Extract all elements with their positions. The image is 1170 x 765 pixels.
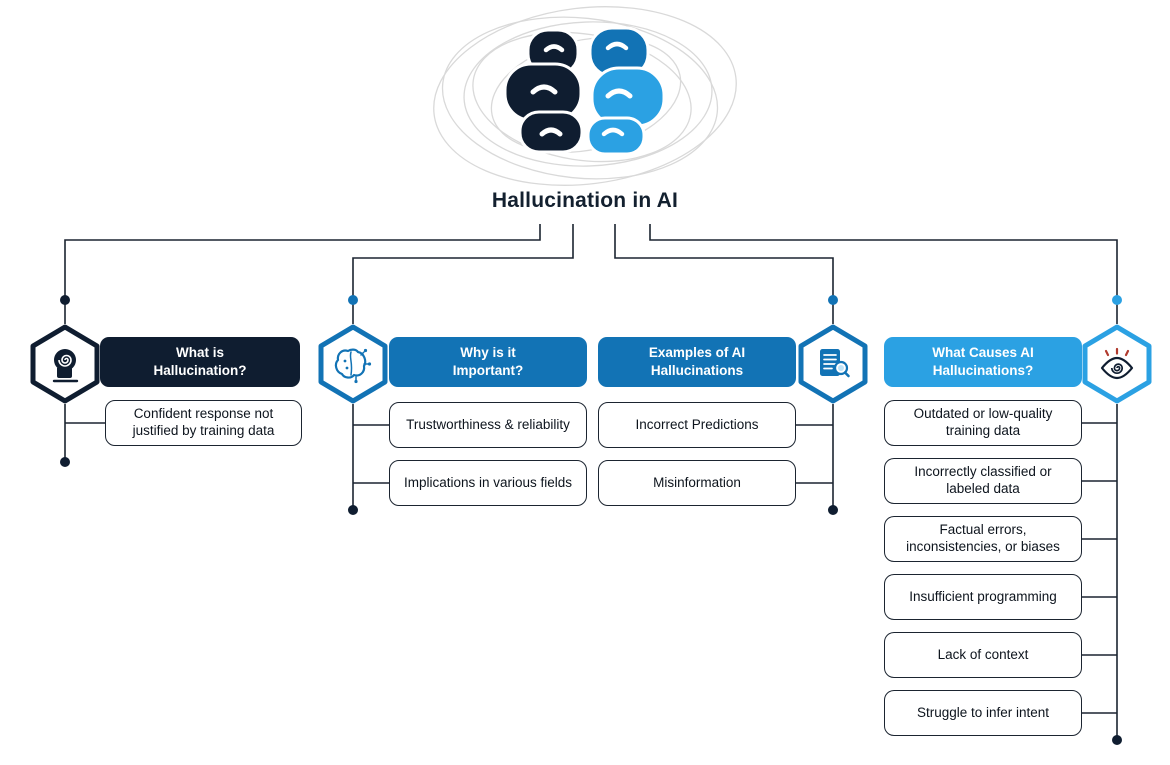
document-search-icon bbox=[798, 324, 868, 404]
item-box: Struggle to infer intent bbox=[884, 690, 1082, 736]
item-label: Lack of context bbox=[937, 646, 1029, 662]
item-label: Insufficient programming bbox=[909, 588, 1057, 604]
brain-graphic bbox=[433, 6, 737, 186]
item-box: Factual errors, inconsistencies, or bias… bbox=[884, 516, 1082, 562]
hexagon-causes bbox=[1081, 324, 1153, 404]
hypnotized-head-icon bbox=[30, 324, 100, 404]
item-box: Insufficient programming bbox=[884, 574, 1082, 620]
hexagon-examples bbox=[797, 324, 869, 404]
item-box: Misinformation bbox=[598, 460, 796, 506]
diagram-title: Hallucination in AI bbox=[491, 189, 679, 212]
item-label: Outdated or low-quality training data bbox=[913, 406, 1053, 438]
item-label: Implications in various fields bbox=[403, 474, 573, 490]
item-label: Trustworthiness & reliability bbox=[406, 416, 570, 432]
item-box: Outdated or low-quality training data bbox=[884, 400, 1082, 446]
scribble-cloud bbox=[433, 6, 737, 186]
item-label: Factual errors, inconsistencies, or bias… bbox=[906, 522, 1060, 554]
hexagon-why-important bbox=[317, 324, 389, 404]
item-label: Confident response not justified by trai… bbox=[132, 406, 275, 438]
branch-header-label: Why is it Important? bbox=[452, 345, 524, 378]
item-box: Lack of context bbox=[884, 632, 1082, 678]
item-box: Incorrect Predictions bbox=[598, 402, 796, 448]
hexagon-what-is bbox=[29, 324, 101, 404]
dizzy-eye-icon bbox=[1082, 324, 1152, 404]
ai-brain-circuit-icon bbox=[318, 324, 388, 404]
connector-paths bbox=[64, 224, 1118, 740]
item-label: Misinformation bbox=[653, 474, 741, 490]
branch-header-examples: Examples of AI Hallucinations bbox=[598, 337, 796, 387]
branch-header-what-is: What is Hallucination? bbox=[100, 337, 300, 387]
connector-dots bbox=[60, 295, 1122, 745]
branch-header-label: What is Hallucination? bbox=[153, 345, 247, 378]
item-box: Trustworthiness & reliability bbox=[389, 402, 587, 448]
branch-header-label: Examples of AI Hallucinations bbox=[648, 345, 746, 378]
item-label: Struggle to infer intent bbox=[916, 704, 1050, 720]
item-box: Incorrectly classified or labeled data bbox=[884, 458, 1082, 504]
item-label: Incorrect Predictions bbox=[635, 416, 759, 432]
brain-illustration bbox=[408, 0, 762, 195]
branch-header-causes: What Causes AI Hallucinations? bbox=[884, 337, 1082, 387]
brain-shape bbox=[503, 26, 666, 156]
branch-header-label: What Causes AI Hallucinations? bbox=[932, 345, 1034, 378]
branch-header-why-important: Why is it Important? bbox=[389, 337, 587, 387]
item-box: Implications in various fields bbox=[389, 460, 587, 506]
item-box: Confident response not justified by trai… bbox=[105, 400, 302, 446]
item-label: Incorrectly classified or labeled data bbox=[914, 464, 1052, 496]
